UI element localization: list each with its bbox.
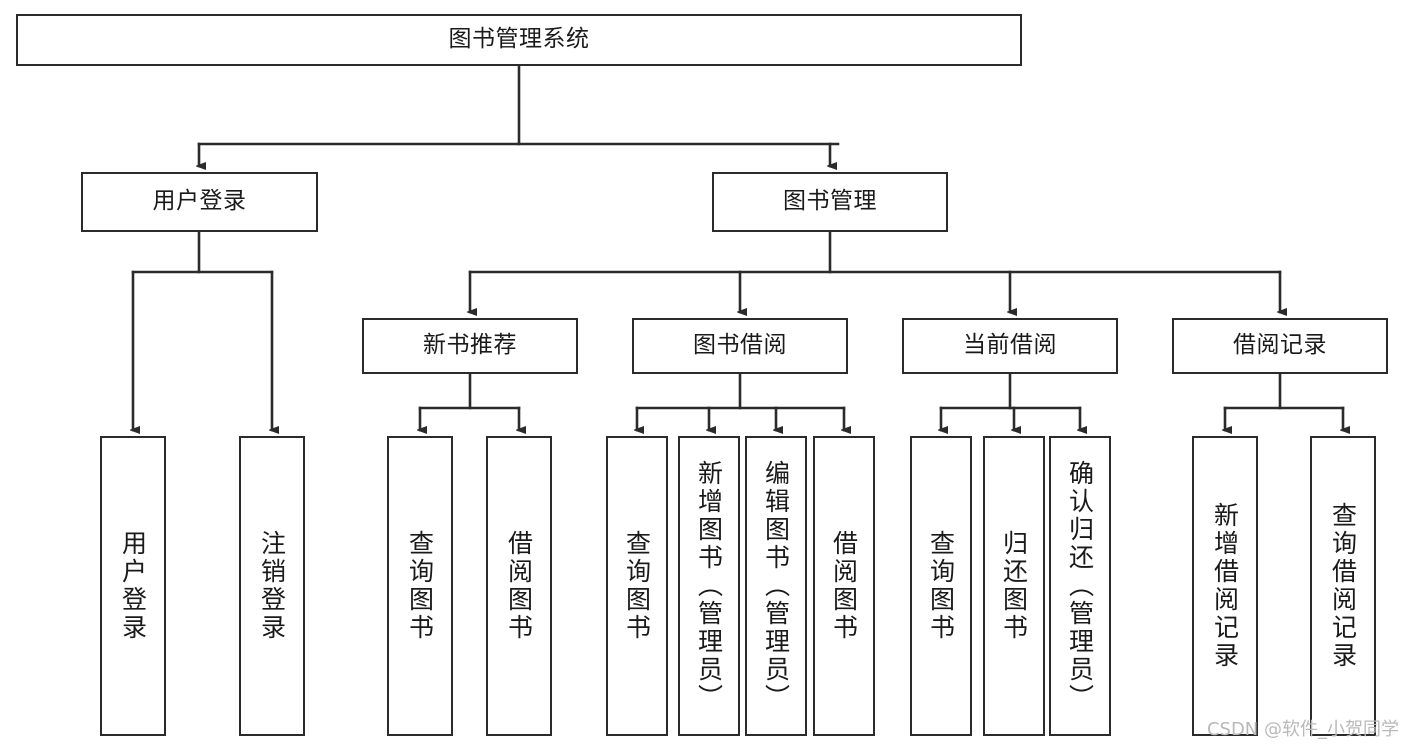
node-leaf-logout-label: 注销登录 [257, 530, 287, 642]
node-leaf-borrow-book-1-label: 借阅图书 [504, 530, 534, 642]
node-book-manage-label: 图书管理 [783, 188, 877, 215]
node-leaf-add-book-label: 新增图书（管理员） [694, 460, 724, 712]
node-leaf-borrow-book-1[interactable]: 借阅图书 [486, 436, 552, 736]
node-leaf-query-book-2[interactable]: 查询图书 [606, 436, 668, 736]
node-new-book-rec[interactable]: 新书推荐 [362, 318, 578, 374]
node-leaf-return-book[interactable]: 归还图书 [983, 436, 1045, 736]
node-leaf-add-record[interactable]: 新增借阅记录 [1192, 436, 1258, 736]
node-leaf-confirm-return-label: 确认归还（管理员） [1065, 460, 1095, 712]
node-borrow-record-label: 借阅记录 [1233, 332, 1327, 359]
node-leaf-add-book[interactable]: 新增图书（管理员） [678, 436, 740, 736]
node-leaf-logout[interactable]: 注销登录 [239, 436, 305, 736]
node-root-label: 图书管理系统 [448, 26, 590, 53]
node-leaf-query-record-label: 查询借阅记录 [1328, 502, 1358, 670]
node-leaf-query-book-3[interactable]: 查询图书 [910, 436, 972, 736]
node-leaf-query-book-2-label: 查询图书 [622, 530, 652, 642]
node-book-borrow-label: 图书借阅 [693, 332, 787, 359]
node-user-login[interactable]: 用户登录 [81, 172, 318, 232]
node-new-book-rec-label: 新书推荐 [423, 332, 517, 359]
node-leaf-edit-book[interactable]: 编辑图书（管理员） [745, 436, 807, 736]
node-leaf-query-book-1-label: 查询图书 [405, 530, 435, 642]
node-leaf-edit-book-label: 编辑图书（管理员） [761, 460, 791, 712]
node-book-manage[interactable]: 图书管理 [712, 172, 948, 232]
node-leaf-confirm-return[interactable]: 确认归还（管理员） [1049, 436, 1111, 736]
node-root[interactable]: 图书管理系统 [16, 14, 1022, 66]
node-leaf-query-book-1[interactable]: 查询图书 [387, 436, 453, 736]
node-leaf-user-login[interactable]: 用户登录 [100, 436, 166, 736]
node-user-login-label: 用户登录 [152, 188, 247, 215]
node-leaf-borrow-book-2[interactable]: 借阅图书 [813, 436, 875, 736]
node-borrow-record[interactable]: 借阅记录 [1172, 318, 1388, 374]
node-leaf-query-book-3-label: 查询图书 [926, 530, 956, 642]
node-book-borrow[interactable]: 图书借阅 [632, 318, 848, 374]
node-current-borrow-label: 当前借阅 [963, 332, 1057, 359]
node-leaf-borrow-book-2-label: 借阅图书 [829, 530, 859, 642]
watermark-text: CSDN @软件_小贺同学 [1206, 719, 1399, 740]
node-leaf-query-record[interactable]: 查询借阅记录 [1310, 436, 1376, 736]
node-leaf-user-login-label: 用户登录 [118, 530, 148, 642]
node-leaf-return-book-label: 归还图书 [999, 530, 1029, 642]
node-leaf-add-record-label: 新增借阅记录 [1210, 502, 1240, 670]
node-current-borrow[interactable]: 当前借阅 [902, 318, 1118, 374]
